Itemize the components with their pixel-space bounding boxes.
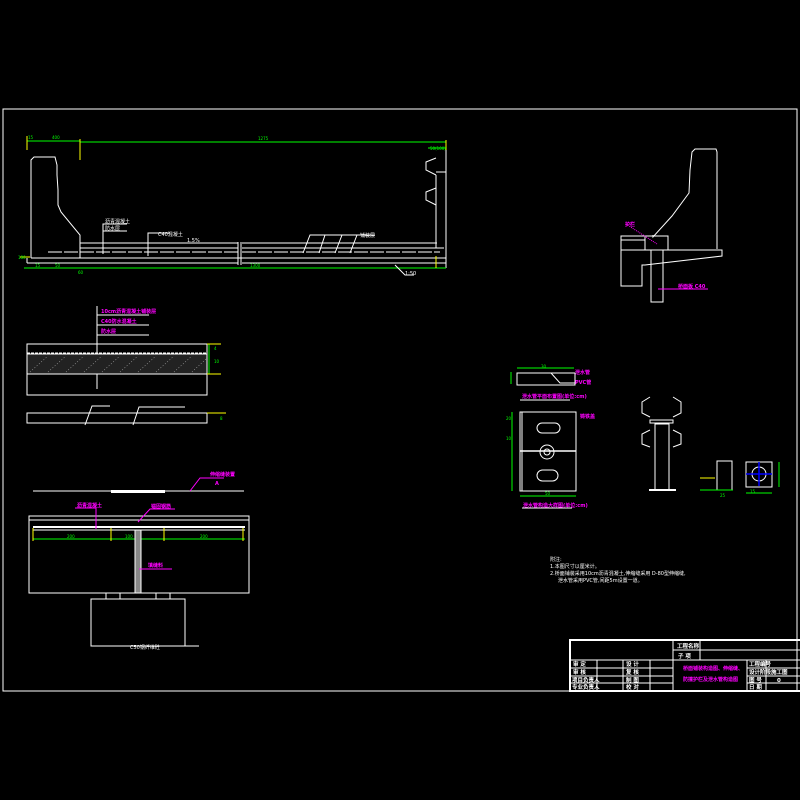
field-label: 图 号	[749, 676, 762, 684]
dim-text: 15	[28, 135, 34, 140]
field-value: 施工图	[771, 668, 788, 676]
pavement-detail: 10cm沥青混凝土铺装层 C40防水混凝土 防水层 4 10 8	[26, 306, 226, 426]
dim-text: 15	[35, 263, 41, 268]
expansion-joint-detail: 伸缩缝装置 A 200 100 200 沥青混凝土 锚固钢筋 填缝料 C50钢纤…	[28, 471, 250, 651]
label: 铸铁盖	[580, 413, 595, 420]
note-item: 泄水管采用PVC管,间距5m设置一道。	[558, 577, 643, 584]
drain-detail: 30 泄水管 PVC管 泄水管平面布置图(单位:cm) 50 20 10 铸铁盖…	[506, 364, 780, 509]
label: 填缝料	[148, 562, 163, 569]
drawing-title: 泄水管构造大样图(单位:cm)	[523, 502, 588, 509]
label: C50钢纤维砼	[130, 644, 160, 651]
dim-text: 30	[541, 364, 547, 369]
label: 铺装层	[360, 232, 375, 239]
dim-text: 20	[506, 416, 512, 421]
role-label: 专业负责人	[572, 683, 600, 691]
drawing-title: 泄水管平面布置图(单位:cm)	[522, 393, 587, 400]
dim-text: 200	[200, 534, 208, 539]
drawing-title: 桥面铺装构造图、伸缩缝、	[683, 665, 743, 672]
label: C40混凝土	[158, 231, 183, 238]
role-label: 审 定	[573, 660, 586, 668]
drawing-title: 防撞护栏及泄水管构造图	[683, 676, 738, 683]
sub-label: 子 项	[678, 652, 691, 660]
project-label: 工程名称	[677, 642, 700, 650]
notes: 附注: 1.本图尺寸以厘米计。 2.桥面铺装采用10cm沥青混凝土,伸缩缝采用 …	[550, 556, 686, 584]
dim-text: 50	[545, 491, 551, 496]
role-label: 复 核	[625, 668, 639, 676]
dim-text: 180	[18, 255, 26, 260]
dim-text: 10	[214, 359, 220, 364]
field-label: 日 期	[749, 683, 762, 691]
title-block: 工程名称 子 项 审 定 设 计 审 核 复 核 项目负责人 制 图 专业负责人…	[569, 639, 800, 692]
dim-text: 4	[214, 346, 217, 351]
label: PVC管	[575, 379, 591, 386]
drawing-frame	[2, 108, 798, 692]
label: 10cm沥青混凝土铺装层	[101, 308, 156, 315]
dim-text: 25	[720, 493, 726, 498]
field-label: 工程编号	[749, 660, 772, 668]
label: 锚固钢筋	[151, 503, 171, 510]
label: 1.5%	[187, 238, 200, 244]
dim-text: 200	[67, 534, 75, 539]
dim-text: 1300	[250, 263, 261, 268]
field-label: 设计阶段	[749, 668, 772, 676]
barrier-section: 护栏 桥面板 C40	[620, 148, 723, 303]
dim-text: 100	[125, 534, 133, 539]
label: 沥青混凝土	[105, 218, 130, 225]
dim-text: 15	[750, 489, 756, 494]
label: 1:50	[405, 271, 416, 277]
field-value: 0	[777, 678, 781, 684]
label: 泄水管	[575, 369, 590, 376]
note-item: 1.本图尺寸以厘米计。	[550, 563, 600, 570]
dim-text: 50	[55, 263, 61, 268]
label: 防水层	[105, 225, 120, 232]
role-label: 项目负责人	[572, 676, 600, 684]
role-label: 审 核	[573, 668, 586, 676]
dim-text: 60	[78, 270, 84, 275]
label: C40防水混凝土	[101, 318, 137, 325]
label: 护栏	[625, 221, 635, 228]
role-label: 制 图	[626, 676, 639, 684]
label: 桥面板 C40	[678, 283, 706, 290]
role-label: 设 计	[626, 660, 639, 668]
label: 沥青混凝土	[77, 502, 102, 509]
notes-title: 附注:	[550, 556, 562, 563]
label: A	[215, 481, 219, 487]
bridge-cross-section: 15 400 1275 50(100) 15 50 60 1300 180	[18, 135, 447, 277]
dim-text: 10	[506, 436, 512, 441]
note-item: 2.桥面铺装采用10cm沥青混凝土,伸缩缝采用 D-80型伸缩缝,	[550, 570, 686, 577]
dim-text: 8	[220, 416, 223, 421]
label: 防水层	[101, 328, 116, 335]
role-label: 校 对	[626, 683, 639, 691]
label: 伸缩缝装置	[209, 471, 235, 478]
dim-text: 400	[52, 135, 60, 140]
dim-text: 1275	[258, 136, 269, 141]
